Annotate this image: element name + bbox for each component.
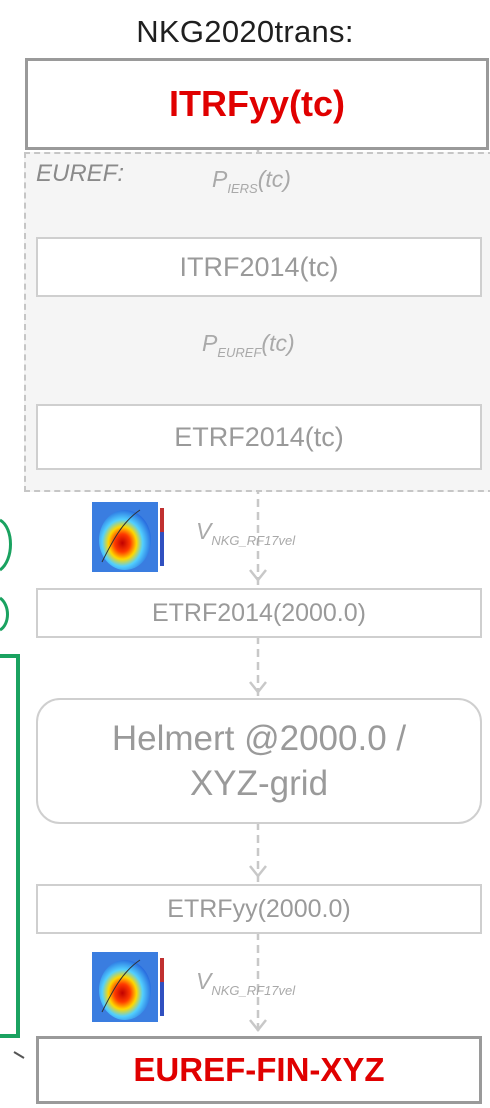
etrf2014-tc-box: ETRF2014(tc): [36, 404, 482, 470]
v-nkg-parameter: VNKG_RF17vel: [196, 518, 296, 548]
arrowhead-icon: [249, 865, 267, 879]
etrfyy-2000-label: ETRFyy(2000.0): [167, 894, 351, 923]
v-nkg-parameter: VNKG_RF17vel: [196, 968, 296, 998]
itrf2014-box: ITRF2014(tc): [36, 237, 482, 297]
p-euref-parameter: PEUREF(tc): [202, 330, 295, 360]
velocity-map-icon: [92, 952, 164, 1022]
helmert-line-1: Helmert @2000.0 /: [111, 718, 407, 758]
arrowhead-icon: [249, 681, 267, 695]
helmert-line-2: XYZ-grid: [189, 764, 329, 803]
source-frame-box: ITRFyy(tc): [25, 58, 489, 150]
source-frame-label: ITRFyy(tc): [168, 83, 345, 124]
etrf2014-tc-label: ETRF2014(tc): [174, 421, 344, 452]
helmert-transformation-box: Helmert @2000.0 / XYZ-grid: [36, 698, 482, 824]
diagram-title: NKG2020trans:: [136, 14, 354, 49]
etrf2014-2000-box: ETRF2014(2000.0): [36, 588, 482, 638]
etrfyy-2000-box: ETRFyy(2000.0): [36, 884, 482, 934]
euref-label: EUREF:: [36, 160, 125, 187]
left-edge-decorations: [0, 518, 25, 1059]
partial-curve-icon: [0, 518, 12, 572]
p-iers-parameter: PIERS(tc): [212, 166, 291, 196]
tick-mark-icon: [13, 1051, 25, 1059]
velocity-map-icon: [92, 502, 164, 572]
green-bracket-icon: [0, 654, 20, 1038]
itrf2014-label: ITRF2014(tc): [179, 251, 339, 282]
target-frame-box: EUREF-FIN-XYZ: [36, 1036, 482, 1104]
target-frame-label: EUREF-FIN-XYZ: [133, 1051, 385, 1088]
arrowhead-icon: [249, 1019, 267, 1033]
partial-curve-icon: [0, 596, 9, 632]
etrf2014-2000-label: ETRF2014(2000.0): [151, 598, 366, 627]
arrowhead-icon: [249, 569, 267, 583]
